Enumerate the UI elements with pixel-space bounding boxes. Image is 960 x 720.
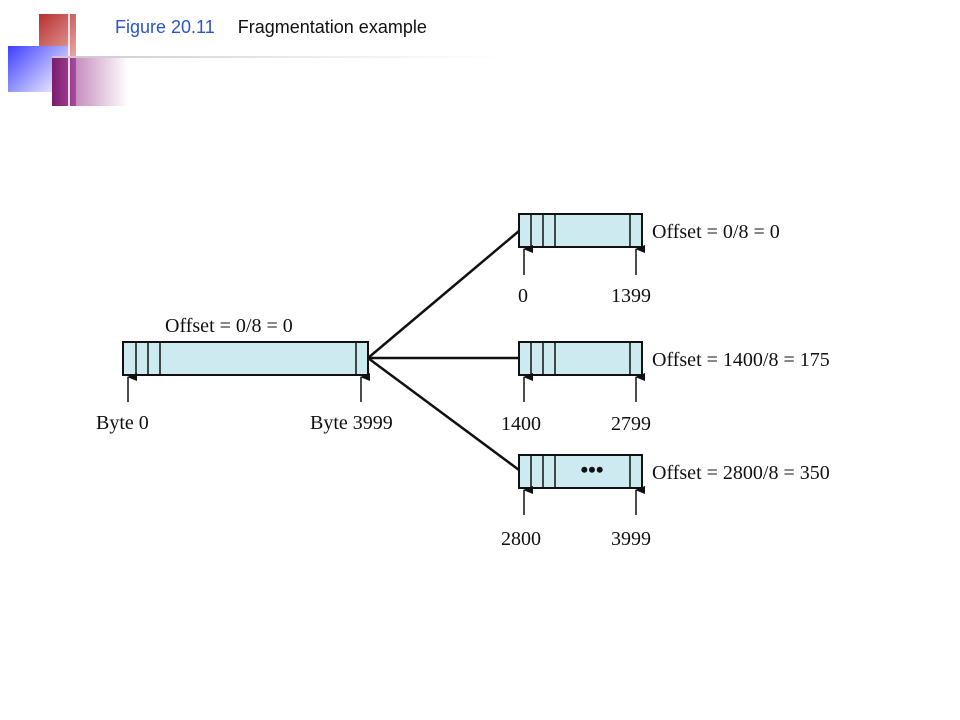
original-offset-label: Offset = 0/8 = 0: [165, 315, 293, 337]
figure-title: Fragmentation example: [237, 17, 427, 37]
original-packet-body: [122, 341, 369, 376]
connector-fragment-1: [367, 230, 520, 359]
fragment-1-end-label: 1399: [611, 285, 651, 307]
fragment-3-packet-body: [518, 454, 643, 489]
fragment-1-start-label: 0: [518, 285, 528, 307]
corner-decoration-fade: [76, 56, 128, 106]
original-start-label: Byte 0: [96, 412, 149, 434]
fragment-3-ellipsis: •••: [580, 457, 603, 482]
header-rule: [52, 56, 512, 58]
figure-number: Figure 20.11: [115, 17, 215, 37]
fragment-2-packet-body: [518, 341, 643, 376]
corner-decoration-purple: [52, 56, 76, 106]
fragment-2-end-label: 2799: [611, 413, 651, 435]
fragment-1: Offset = 0/8 = 0 0 1399: [518, 213, 780, 307]
connector-fragment-3: [367, 356, 520, 472]
fragment-3-start-label: 2800: [501, 528, 541, 550]
original-datagram: Offset = 0/8 = 0 Byte 0 Byte 3999: [96, 315, 393, 434]
original-end-label: Byte 3999: [310, 412, 393, 434]
fragment-1-offset-label: Offset = 0/8 = 0: [652, 221, 780, 243]
slide-header: Figure 20.11 Fragmentation example: [115, 17, 427, 38]
corner-decoration-divider: [68, 14, 70, 106]
fragment-1-packet-body: [518, 213, 643, 248]
fragment-3: ••• Offset = 2800/8 = 350 2800 3999: [501, 454, 830, 550]
fragment-2-start-label: 1400: [501, 413, 541, 435]
fragment-3-offset-label: Offset = 2800/8 = 350: [652, 462, 830, 484]
fragment-3-end-label: 3999: [611, 528, 651, 550]
fragment-2-offset-label: Offset = 1400/8 = 175: [652, 349, 830, 371]
fragment-2: Offset = 1400/8 = 175 1400 2799: [501, 341, 830, 435]
